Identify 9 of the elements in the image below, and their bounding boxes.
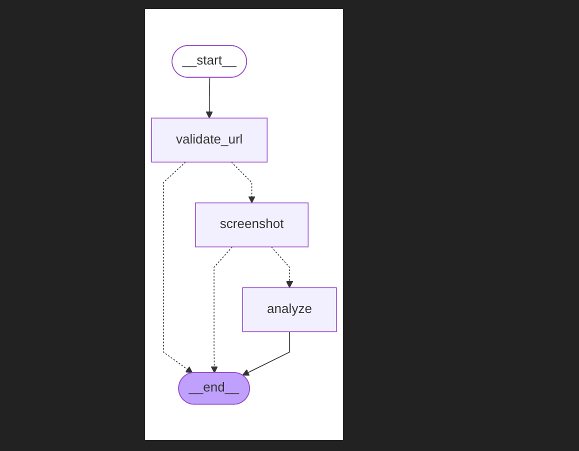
arrow — [242, 330, 290, 376]
arrow — [210, 246, 233, 373]
node-box: screenshot — [195, 202, 309, 247]
node-box: validate_url — [151, 117, 268, 162]
arrow — [230, 161, 256, 203]
arrow — [206, 76, 213, 118]
arrow — [163, 161, 193, 373]
arrow — [270, 246, 294, 288]
node-box: analyze — [242, 286, 337, 332]
